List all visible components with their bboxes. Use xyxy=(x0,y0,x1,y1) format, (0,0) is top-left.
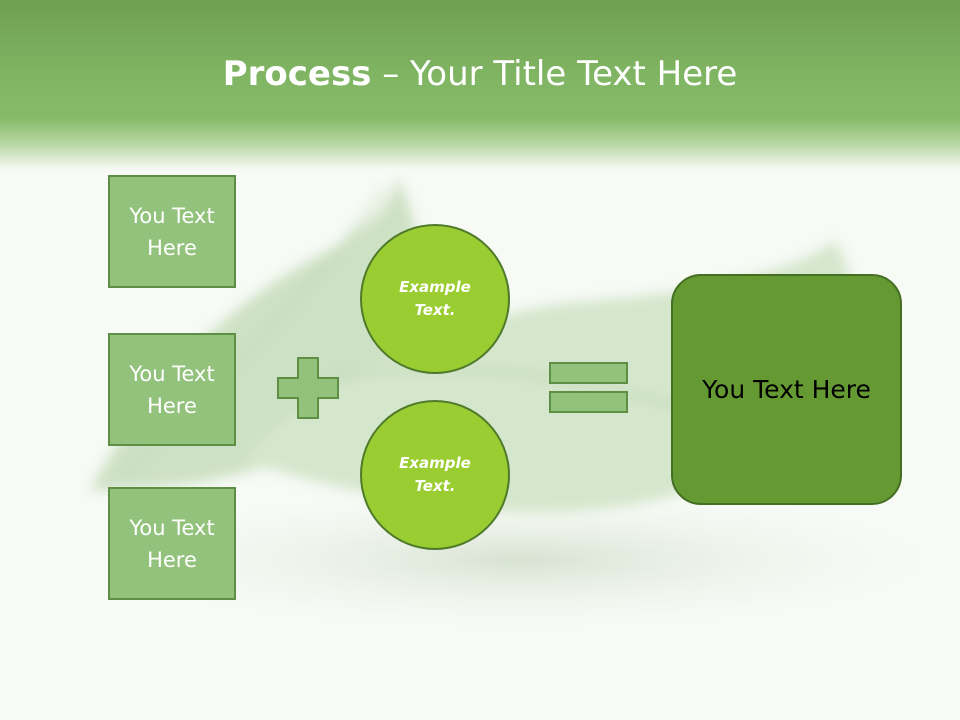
left-text-box-3-line2: Here xyxy=(147,547,197,572)
example-circle-2-line2: Text. xyxy=(414,477,456,495)
example-circle-2[interactable]: Example Text. xyxy=(360,400,510,550)
result-box[interactable]: You Text Here xyxy=(671,274,902,505)
left-text-box-3-label: You Text Here xyxy=(129,512,214,576)
left-text-box-3-line1: You Text xyxy=(129,515,215,540)
left-text-box-1[interactable]: You Text Here xyxy=(108,175,236,288)
title-rest-text: – Your Title Text Here xyxy=(371,54,738,94)
left-text-box-2-line1: You Text xyxy=(129,361,215,386)
result-box-label: You Text Here xyxy=(702,375,871,404)
example-circle-2-label: Example Text. xyxy=(399,452,471,498)
left-text-box-2-label: You Text Here xyxy=(129,358,214,422)
example-circle-1-line2: Text. xyxy=(414,301,456,319)
left-text-box-3[interactable]: You Text Here xyxy=(108,487,236,600)
slide-title: Process – Your Title Text Here xyxy=(0,52,960,96)
left-text-box-1-line2: Here xyxy=(147,235,197,260)
example-circle-1[interactable]: Example Text. xyxy=(360,224,510,374)
left-text-box-2-line2: Here xyxy=(147,393,197,418)
plus-icon xyxy=(277,357,339,419)
equals-icon xyxy=(549,362,628,413)
left-text-box-1-label: You Text Here xyxy=(129,200,214,264)
left-text-box-2[interactable]: You Text Here xyxy=(108,333,236,446)
header-band xyxy=(0,0,960,170)
example-circle-1-label: Example Text. xyxy=(399,276,471,322)
example-circle-1-line1: Example xyxy=(399,278,471,296)
example-circle-2-line1: Example xyxy=(399,454,471,472)
left-text-box-1-line1: You Text xyxy=(129,203,215,228)
title-bold-text: Process xyxy=(222,54,372,94)
